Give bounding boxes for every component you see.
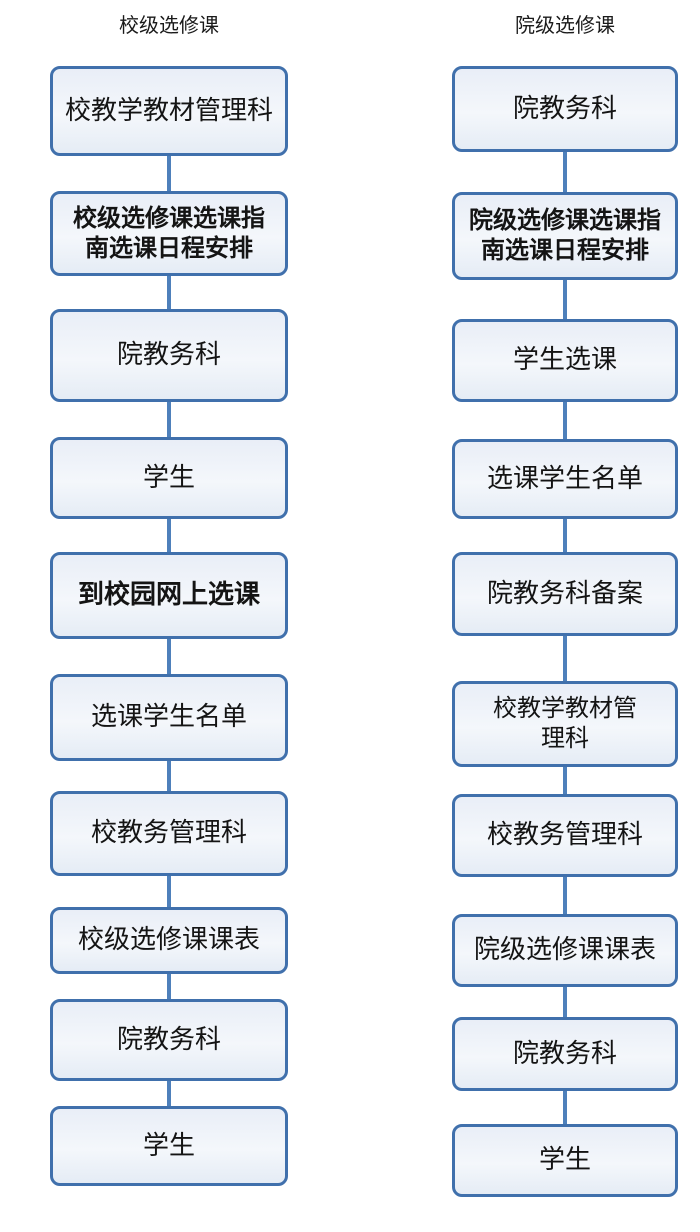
flow-node: 学生选课 — [445, 313, 678, 406]
flow-node: 院级选修课选课指 南选课日程安排 — [445, 186, 678, 284]
flow-node: 校级选修课选课指 南选课日程安排 — [43, 185, 288, 280]
flow-node: 选课学生名单 — [445, 433, 678, 523]
flow-node-label: 到校园网上选课 — [77, 580, 260, 610]
flow-node: 院级选修课课表 — [445, 908, 678, 991]
flow-node: 校教务管理科 — [445, 788, 678, 881]
flow-node-label: 学生 — [142, 462, 195, 492]
connector-line — [563, 402, 567, 439]
flow-node: 到校园网上选课 — [43, 546, 288, 643]
flow-node-label: 校教务管理科 — [486, 820, 643, 850]
connector-line — [563, 987, 567, 1017]
connector-line — [167, 402, 171, 437]
flow-node: 院教务科 — [445, 1011, 678, 1095]
flow-node: 学生 — [43, 1100, 288, 1190]
flow-node-label: 校级选修课选课指 南选课日程安排 — [73, 205, 265, 262]
flow-node: 院教务科备案 — [445, 546, 678, 640]
connector-line — [167, 1081, 171, 1106]
column-college-electives: 院级选修课 院教务科 院级选修课选课指 南选课日程安排 学生选课 选课学生名单 … — [445, 0, 678, 1201]
column-title: 院级选修课 — [515, 15, 615, 37]
flow-node-label: 学生选课 — [512, 345, 617, 375]
flow-node: 校教学教材管理科 — [43, 60, 288, 160]
connector-line — [167, 276, 171, 309]
flow-node: 学生 — [445, 1118, 678, 1201]
connector-line — [167, 761, 171, 791]
flow-node-label: 院级选修课课表 — [473, 935, 656, 965]
flow-node: 院教务科 — [43, 303, 288, 406]
flow-node-label: 院教务科 — [116, 340, 221, 370]
flow-node-label: 校教学教材管理科 — [64, 95, 273, 125]
connector-line — [167, 876, 171, 907]
flow-node-label: 校教务管理科 — [90, 818, 247, 848]
flow-node-label: 选课学生名单 — [486, 463, 643, 493]
flow-node: 院教务科 — [43, 993, 288, 1085]
connector-line — [167, 519, 171, 552]
flow-node-label: 校教学教材管 理科 — [493, 696, 637, 752]
flow-node-label: 院教务科 — [116, 1024, 221, 1054]
flow-node-label: 院教务科 — [512, 1038, 617, 1068]
connector-line — [563, 280, 567, 319]
flow-node-label: 选课学生名单 — [90, 702, 247, 732]
flow-node-label: 学生 — [538, 1145, 591, 1175]
connector-line — [563, 152, 567, 192]
flow-node-label: 院教务科 — [512, 93, 617, 123]
flow-node-label: 院教务科备案 — [486, 578, 643, 608]
flow-node: 选课学生名单 — [43, 668, 288, 765]
flow-node: 校教务管理科 — [43, 785, 288, 880]
connector-line — [563, 877, 567, 914]
connector-line — [563, 1091, 567, 1124]
connector-line — [167, 639, 171, 674]
flow-node: 校级选修课课表 — [43, 901, 288, 978]
flow-node-label: 校级选修课课表 — [77, 925, 260, 955]
connector-line — [563, 519, 567, 552]
connector-line — [167, 156, 171, 191]
column-title: 校级选修课 — [119, 15, 219, 37]
flow-node-label: 院级选修课选课指 南选课日程安排 — [469, 208, 661, 264]
connector-line — [563, 767, 567, 794]
flow-node: 学生 — [43, 431, 288, 523]
connector-line — [167, 974, 171, 999]
flow-node-label: 学生 — [142, 1130, 195, 1160]
flow-node: 院教务科 — [445, 60, 678, 156]
connector-line — [563, 636, 567, 681]
column-school-electives: 校级选修课 校教学教材管理科 校级选修课选课指 南选课日程安排 院教务科 学生 … — [43, 0, 288, 1190]
flow-node: 校教学教材管 理科 — [445, 675, 678, 771]
